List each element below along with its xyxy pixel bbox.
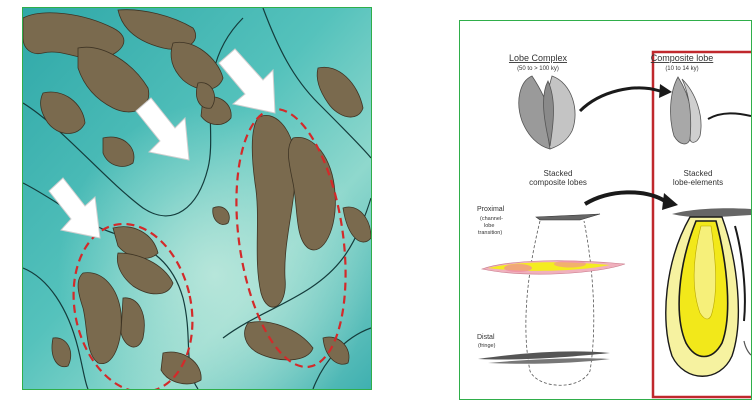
lobe-complex-arrow [580, 88, 660, 111]
proximal-sub-3: transition) [478, 230, 502, 236]
lobe-complex-age: (50 to > 100 ky) [517, 66, 559, 72]
composite-lobe-title: Composite lobe [651, 53, 714, 63]
seismic-map-panel [22, 7, 372, 390]
lobe-complex-shape [519, 76, 575, 149]
proximal-sub-2: lobe [484, 223, 494, 229]
distal-label: Distal [477, 334, 495, 341]
lens-pink-spot [504, 264, 532, 272]
proximal-sub-1: (channel- [480, 216, 503, 222]
lobe-hierarchy-diagram: Lobe Complex (50 to > 100 ky) Composite … [459, 20, 752, 400]
lobe-element [666, 217, 739, 376]
stacked-composite-wedge [536, 214, 600, 220]
composite-lobe-age: (10 to 14 ky) [665, 66, 698, 72]
seismic-map [23, 8, 371, 389]
stacked-elements-label-1: Stacked [684, 169, 713, 178]
composite-lobe-arrow [708, 113, 751, 119]
distal-sub: (fringe) [478, 343, 496, 349]
lobe-diagram: Lobe Complex (50 to > 100 ky) Composite … [460, 21, 751, 399]
composite-lobe-shape [671, 77, 702, 144]
stacked-arrowhead [662, 193, 678, 210]
lobe-element-fringe [744, 341, 751, 355]
stacked-composite-label-2: composite lobes [529, 178, 587, 187]
lens-pink-spot [554, 261, 586, 268]
lobe-complex-arrowhead [659, 84, 672, 98]
lobe-lens-section [482, 261, 625, 275]
stacked-composite-label-1: Stacked [544, 169, 573, 178]
proximal-label: Proximal [477, 206, 505, 213]
stacked-elements-label-2: lobe-elements [673, 178, 723, 187]
lobe-complex-title: Lobe Complex [509, 53, 568, 63]
stacked-element-wedge [672, 208, 751, 217]
